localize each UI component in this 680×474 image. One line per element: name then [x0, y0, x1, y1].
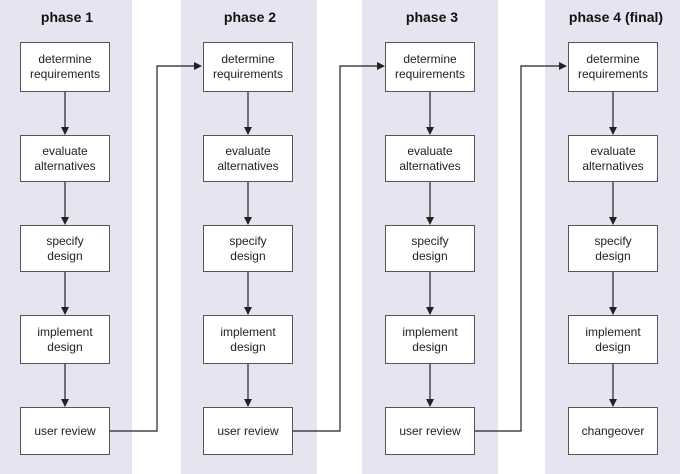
p2-determine-requirements: determine requirements	[203, 42, 293, 92]
p4-determine-requirements: determine requirements	[568, 42, 658, 92]
p3-determine-requirements: determine requirements	[385, 42, 475, 92]
p3-evaluate-alternatives: evaluate alternatives	[385, 135, 475, 182]
p1-determine-requirements: determine requirements	[20, 42, 110, 92]
phase-2-title: phase 2	[223, 9, 277, 25]
p3-user-review: user review	[385, 407, 475, 455]
p4-changeover: changeover	[568, 407, 658, 455]
loop-p1-to-p2	[110, 62, 202, 432]
p2-user-review: user review	[203, 407, 293, 455]
loop-p2-to-p3	[293, 62, 385, 432]
phase-1-title: phase 1	[40, 9, 94, 25]
phase-3-title: phase 3	[405, 9, 459, 25]
p3-implement-design: implement design	[385, 315, 475, 364]
p2-evaluate-alternatives: evaluate alternatives	[203, 135, 293, 182]
p1-implement-design: implement design	[20, 315, 110, 364]
p1-user-review: user review	[20, 407, 110, 455]
p4-evaluate-alternatives: evaluate alternatives	[568, 135, 658, 182]
loop-p3-to-p4	[475, 62, 567, 432]
phase-4-title: phase 4 (final)	[568, 9, 664, 25]
p1-specify-design: specify design	[20, 225, 110, 272]
p3-specify-design: specify design	[385, 225, 475, 272]
p2-specify-design: specify design	[203, 225, 293, 272]
p4-implement-design: implement design	[568, 315, 658, 364]
p2-implement-design: implement design	[203, 315, 293, 364]
p1-evaluate-alternatives: evaluate alternatives	[20, 135, 110, 182]
p4-specify-design: specify design	[568, 225, 658, 272]
